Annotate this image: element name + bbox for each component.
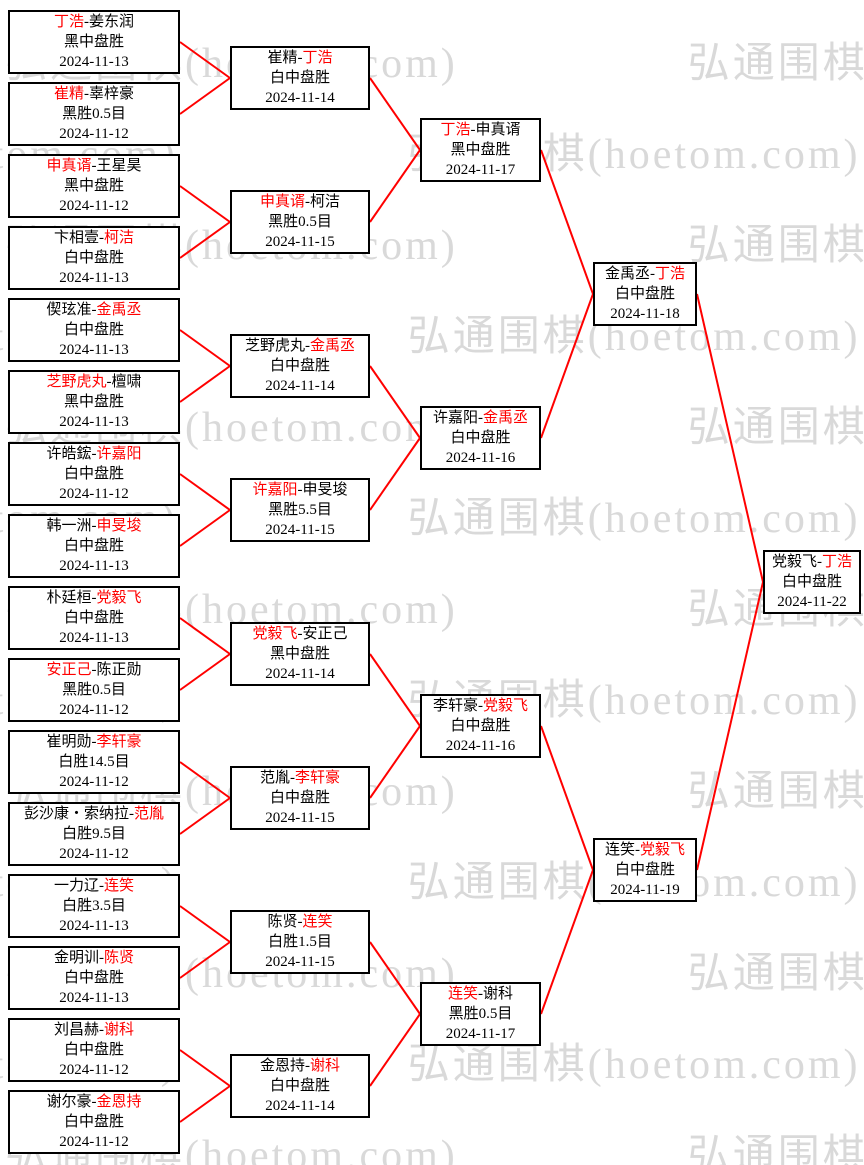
watermark-text: 弘通围棋(hoetom.com)	[407, 496, 861, 542]
connector-line	[369, 77, 421, 151]
connector-line	[179, 797, 231, 835]
connector-line	[179, 221, 231, 259]
connector-line	[540, 725, 594, 871]
connector-line	[696, 293, 764, 583]
watermark-text: 弘通围棋(hoetom.com)	[407, 1042, 861, 1088]
connector-line	[179, 77, 231, 115]
connector-line	[179, 1049, 231, 1087]
connector-line	[179, 365, 231, 403]
connector-line	[369, 365, 421, 439]
connector-line	[179, 905, 231, 943]
connector-line	[696, 581, 764, 871]
connector-line	[179, 1085, 231, 1123]
connector-line	[179, 329, 231, 367]
connector-line	[179, 509, 231, 547]
connector-line	[179, 185, 231, 223]
connector-line	[179, 653, 231, 691]
watermark-text: 弘通围棋(hoetom.com)	[687, 951, 864, 997]
connector-line	[179, 617, 231, 655]
connector-line	[369, 941, 421, 1015]
watermark-text: 弘通围棋(hoetom.com)	[687, 405, 864, 451]
connector-line	[369, 1013, 421, 1087]
connector-line	[179, 41, 231, 79]
connector-line	[540, 293, 594, 439]
connector-line	[369, 725, 421, 799]
watermark-text: 弘通围棋(hoetom.com)	[687, 769, 864, 815]
watermark-text: 弘通围棋(hoetom.com)	[687, 1133, 864, 1165]
connector-line	[179, 941, 231, 979]
connector-line	[369, 149, 421, 223]
connector-line	[540, 149, 594, 295]
watermark-text: 弘通围棋(hoetom.com)	[687, 41, 864, 87]
watermark-text: 弘通围棋(hoetom.com)	[687, 223, 864, 269]
connector-line	[179, 473, 231, 511]
connector-line	[369, 437, 421, 511]
connector-line	[179, 761, 231, 799]
connector-line	[369, 653, 421, 727]
connector-line	[540, 869, 594, 1015]
